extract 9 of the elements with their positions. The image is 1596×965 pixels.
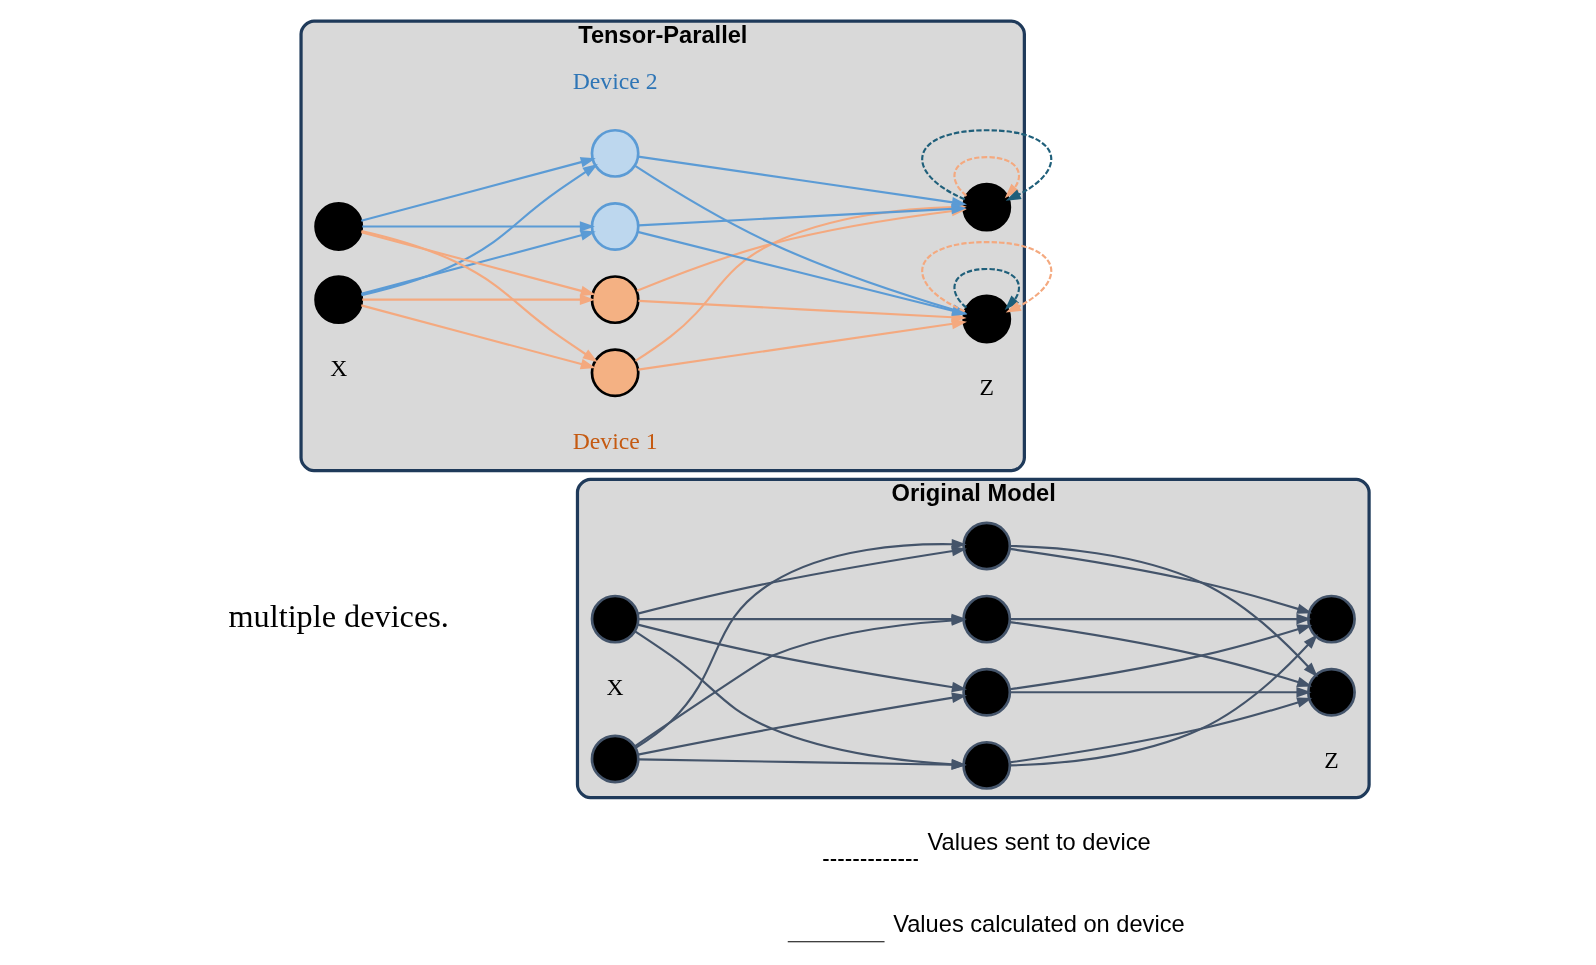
label: X bbox=[329, 354, 347, 381]
label: multiple devices. bbox=[228, 598, 449, 635]
label: Z bbox=[979, 373, 994, 400]
label: X bbox=[606, 674, 624, 701]
legend-label: Values sent to device bbox=[927, 828, 1151, 855]
label: Device 2 bbox=[572, 68, 657, 95]
label: Device 1 bbox=[572, 427, 657, 454]
legend-label: Values calculated on device bbox=[892, 910, 1185, 937]
label: Z bbox=[1323, 747, 1339, 774]
